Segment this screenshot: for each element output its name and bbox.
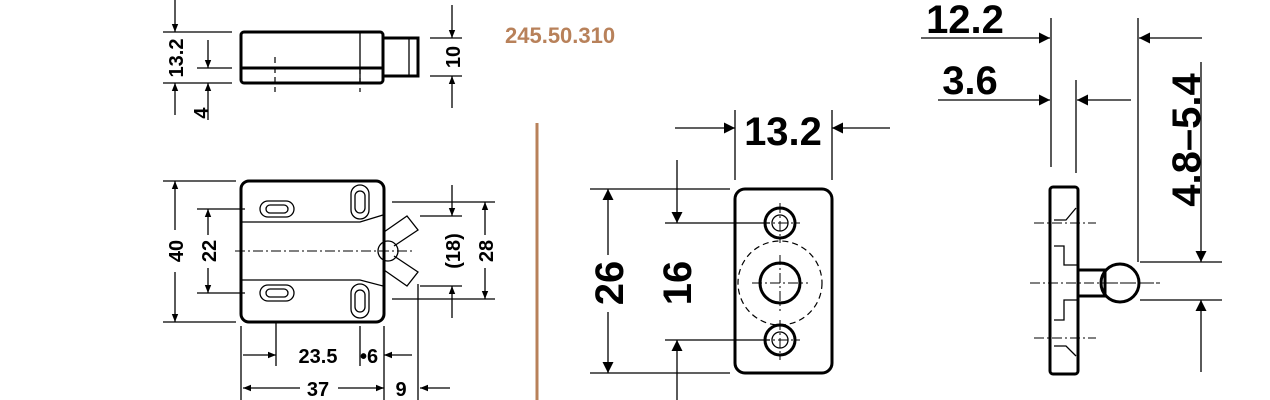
dim-height: 26 xyxy=(588,261,632,306)
dim-base: 4 xyxy=(191,107,213,119)
dim-slot-spacing: 22 xyxy=(199,240,221,262)
dim-hole-offset: 23.5 xyxy=(299,346,338,368)
dim-hole-spacing: 16 xyxy=(656,261,700,306)
dim-slot-offset: •6 xyxy=(360,346,378,368)
dim-height: 13.2 xyxy=(166,39,188,78)
dim-height: 40 xyxy=(166,240,188,262)
dim-shaft: 10 xyxy=(443,46,465,68)
article-number: 245.50.310 xyxy=(505,23,615,48)
dim-overall: 12.2 xyxy=(926,0,1004,42)
dim-slot-spacing-right: 28 xyxy=(476,240,498,262)
dim-ball-range: 4.8–5.4 xyxy=(1165,73,1209,207)
strike-plate-front-view: 13.2 26 16 xyxy=(588,110,890,400)
dim-length: 37 xyxy=(307,379,329,400)
strike-plate-side-view: 12.2 3.6 4.8–5.4 xyxy=(921,0,1222,376)
dim-projection: 9 xyxy=(395,379,406,400)
dim-plate: 3.6 xyxy=(942,59,998,103)
dim-width: 13.2 xyxy=(744,110,822,154)
catch-front-view: 40 22 (18) 28 23.5 •6 37 9 xyxy=(163,179,498,400)
dim-wing-span: (18) xyxy=(443,233,465,269)
catch-side-view: 13.2 4 10 xyxy=(163,0,465,120)
